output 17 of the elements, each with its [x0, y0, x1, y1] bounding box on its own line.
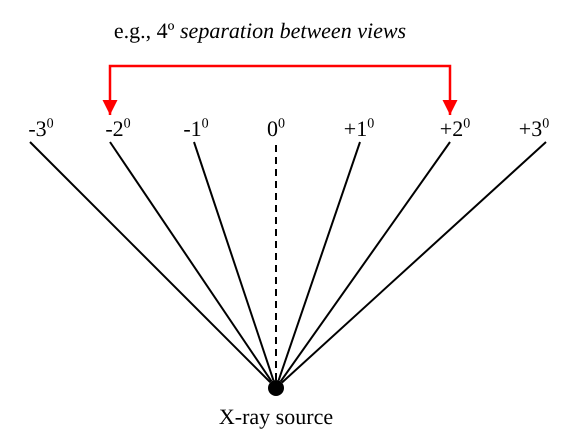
angle-label: -2$^{0}$	[93, 116, 143, 142]
angle-label: -1$^{0}$	[171, 116, 221, 142]
line	[29, 141, 272, 384]
line	[275, 142, 277, 380]
angle-label: 0$^{0}$	[251, 116, 301, 142]
source-label: X-ray source	[218, 404, 334, 430]
double-arrow	[102, 64, 458, 115]
angle-label: +3$^{0}$	[509, 116, 559, 142]
line	[280, 141, 451, 382]
line	[193, 142, 274, 381]
line	[278, 142, 361, 381]
source-dot	[268, 380, 284, 396]
line	[109, 141, 272, 382]
angle-label: +2$^{0}$	[430, 116, 480, 142]
angle-label: +1$^{0}$	[334, 116, 384, 142]
line	[281, 141, 547, 384]
angle-label: -3$^{0}$	[16, 116, 66, 142]
